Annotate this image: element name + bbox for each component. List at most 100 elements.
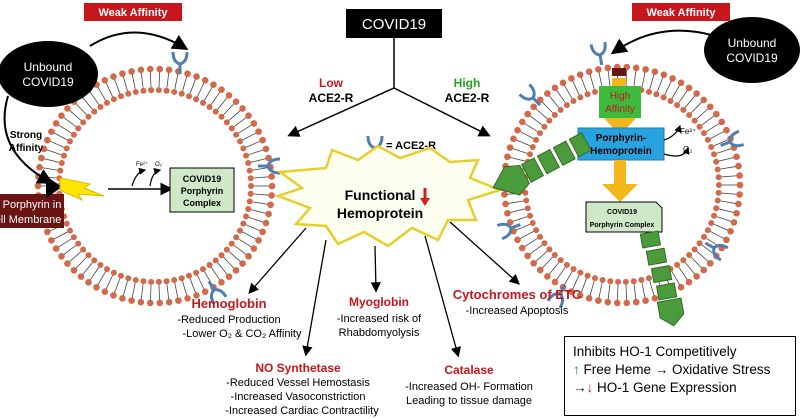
lipid-head xyxy=(218,86,225,94)
lipid-tail xyxy=(82,97,93,110)
right-o2-arrow xyxy=(663,146,690,157)
lipid-head xyxy=(52,120,60,127)
legend-line2-text: Free Heme → Oxidative Stress xyxy=(583,362,771,377)
lipid-head xyxy=(674,102,681,109)
lipid-head xyxy=(715,174,722,181)
lipid-tail xyxy=(580,278,587,293)
lipid-tail xyxy=(150,284,152,300)
lipid-tail xyxy=(710,231,725,239)
lipid-head xyxy=(117,272,124,279)
hemoglobin-line2: -Lower O₂ & CO₂ Affinity xyxy=(183,328,302,340)
lipid-tail xyxy=(248,216,264,223)
lipid-head xyxy=(66,138,73,145)
lipid-head xyxy=(713,110,720,118)
lipid-tail xyxy=(122,76,128,92)
lipid-head xyxy=(171,88,178,95)
lipid-tail xyxy=(564,85,573,99)
lipid-head xyxy=(156,65,164,73)
lipid-head xyxy=(544,273,551,280)
lipid-head xyxy=(604,64,612,72)
lipid-tail xyxy=(63,245,77,255)
lipid-tail xyxy=(174,74,179,90)
lipid-head xyxy=(75,240,82,247)
lipid-head xyxy=(178,275,185,282)
lipid-tail xyxy=(131,74,136,90)
lipid-head xyxy=(268,192,275,199)
lipid-head xyxy=(696,240,703,247)
myoglobin-line1: -Increased risk of xyxy=(337,313,422,325)
lipid-head xyxy=(686,112,693,119)
lipid-tail xyxy=(607,284,611,300)
lipid-head xyxy=(165,66,173,74)
lipid-head xyxy=(232,267,240,274)
lipid-tail xyxy=(625,70,628,86)
lipid-head xyxy=(63,220,70,227)
green-up-arrow-icon: ↑ xyxy=(573,362,580,377)
lipid-tail xyxy=(89,91,100,105)
high-ace2-label: ACE2-R xyxy=(445,91,490,105)
lipid-head xyxy=(132,88,139,95)
lipid-head xyxy=(265,210,272,218)
lipid-head xyxy=(66,227,73,234)
lipid-head xyxy=(201,76,209,84)
lipid-head xyxy=(186,272,193,279)
lipid-tail xyxy=(548,95,560,108)
lipid-tail xyxy=(63,117,77,127)
right-high-affinity-line2: Affinity xyxy=(605,104,635,115)
right-cell xyxy=(500,63,744,307)
lipid-head xyxy=(677,79,685,87)
lipid-head xyxy=(110,269,117,276)
lipid-tail xyxy=(706,123,720,132)
lipid-head xyxy=(140,278,147,285)
lipid-tail xyxy=(69,110,82,121)
lipid-tail xyxy=(508,200,524,204)
hemoglobin-line1: -Reduced Production xyxy=(177,314,280,326)
right-unbound-line1: Unbound xyxy=(728,36,777,50)
lipid-head xyxy=(85,252,92,259)
lipid-tail xyxy=(245,140,261,148)
lipid-head xyxy=(240,145,247,152)
lipid-head xyxy=(148,278,155,285)
lipid-head xyxy=(175,297,182,304)
lipid-head xyxy=(58,252,65,260)
lipid-tail xyxy=(718,208,734,213)
no-synthetase-line3: -Increased Cardiac Contractility xyxy=(225,405,379,417)
lipid-head xyxy=(551,84,559,92)
lipid-head xyxy=(104,99,110,106)
lipid-tail xyxy=(516,139,531,147)
lipid-head xyxy=(148,87,155,94)
lipid-tail xyxy=(633,284,637,300)
lipid-head xyxy=(268,173,275,180)
left-fe-arrow xyxy=(131,167,147,187)
lipid-head xyxy=(85,278,92,286)
lipid-tail xyxy=(233,117,247,127)
lipid-head xyxy=(246,167,253,174)
legend-line3-text: HO-1 Gene Expression xyxy=(597,380,737,395)
lipid-head xyxy=(568,75,575,82)
lipid-head xyxy=(77,273,85,280)
lipid-tail xyxy=(516,223,531,231)
right-hemoprotein-box xyxy=(577,127,665,161)
right-hemoprotein-line1: Porphyrin- xyxy=(596,133,647,144)
lipid-head xyxy=(243,152,250,159)
lipid-head xyxy=(599,277,606,284)
lipid-head xyxy=(91,108,98,115)
lipid-head xyxy=(502,200,509,208)
lipid-head xyxy=(585,295,593,302)
lipid-head xyxy=(613,299,621,307)
lipid-head xyxy=(523,197,530,204)
lipid-head xyxy=(64,105,71,112)
lipid-head xyxy=(245,252,252,260)
arrow-to-catalase xyxy=(424,235,461,358)
right-hemoprotein-line2: Hemoprotein xyxy=(590,146,652,157)
lipid-head xyxy=(259,136,266,144)
lipid-head xyxy=(677,283,685,291)
lipid-tail xyxy=(649,74,655,90)
lipid-head xyxy=(559,79,567,87)
lipid-tail xyxy=(53,231,68,240)
lipid-head xyxy=(533,227,540,234)
legend-line2: ↑ Free Heme → Oxidative Stress xyxy=(573,361,787,379)
right-viral-spike-left xyxy=(492,131,592,196)
lipid-head xyxy=(541,240,548,247)
